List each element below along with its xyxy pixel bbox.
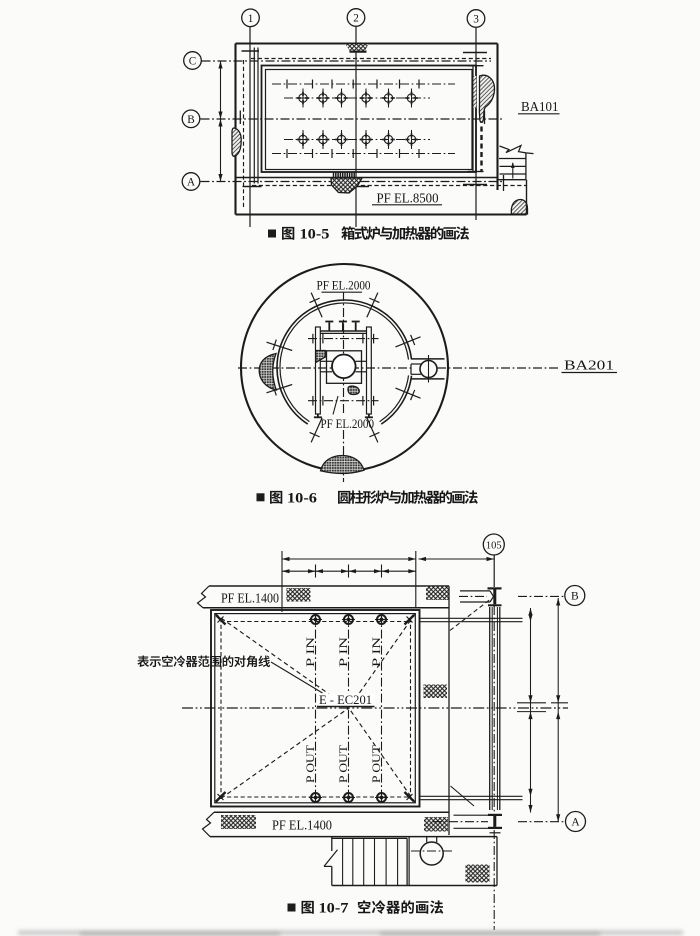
svg-text:3: 3 — [473, 14, 479, 26]
svg-text:B: B — [571, 591, 579, 603]
svg-text:PF EL.1400: PF EL.1400 — [272, 818, 332, 833]
svg-text:105: 105 — [486, 540, 502, 551]
svg-text:10-5: 10-5 — [300, 227, 330, 243]
svg-text:10-6: 10-6 — [287, 491, 317, 507]
svg-text:10-7: 10-7 — [319, 901, 349, 917]
svg-text:E - EC201: E - EC201 — [319, 693, 372, 707]
svg-text:P OUT: P OUT — [338, 745, 350, 783]
svg-text:A: A — [187, 177, 195, 189]
svg-text:BA101: BA101 — [521, 99, 559, 114]
svg-text:PF EL.2000: PF EL.2000 — [321, 417, 375, 431]
svg-text:P OUT: P OUT — [305, 745, 317, 783]
svg-text:PF EL.2000: PF EL.2000 — [317, 279, 371, 293]
svg-text:C: C — [189, 56, 196, 68]
svg-text:P OUT: P OUT — [371, 745, 383, 783]
svg-text:P IN: P IN — [371, 637, 383, 667]
svg-text:PF EL.1400: PF EL.1400 — [221, 591, 279, 606]
svg-text:2: 2 — [353, 13, 359, 25]
svg-text:P IN: P IN — [338, 637, 350, 667]
svg-text:PF EL.8500: PF EL.8500 — [377, 191, 439, 206]
svg-text:P IN: P IN — [305, 637, 317, 667]
svg-text:A: A — [571, 817, 580, 829]
svg-text:B: B — [187, 114, 194, 126]
svg-text:BA201: BA201 — [564, 358, 614, 373]
svg-text:1: 1 — [248, 13, 254, 25]
